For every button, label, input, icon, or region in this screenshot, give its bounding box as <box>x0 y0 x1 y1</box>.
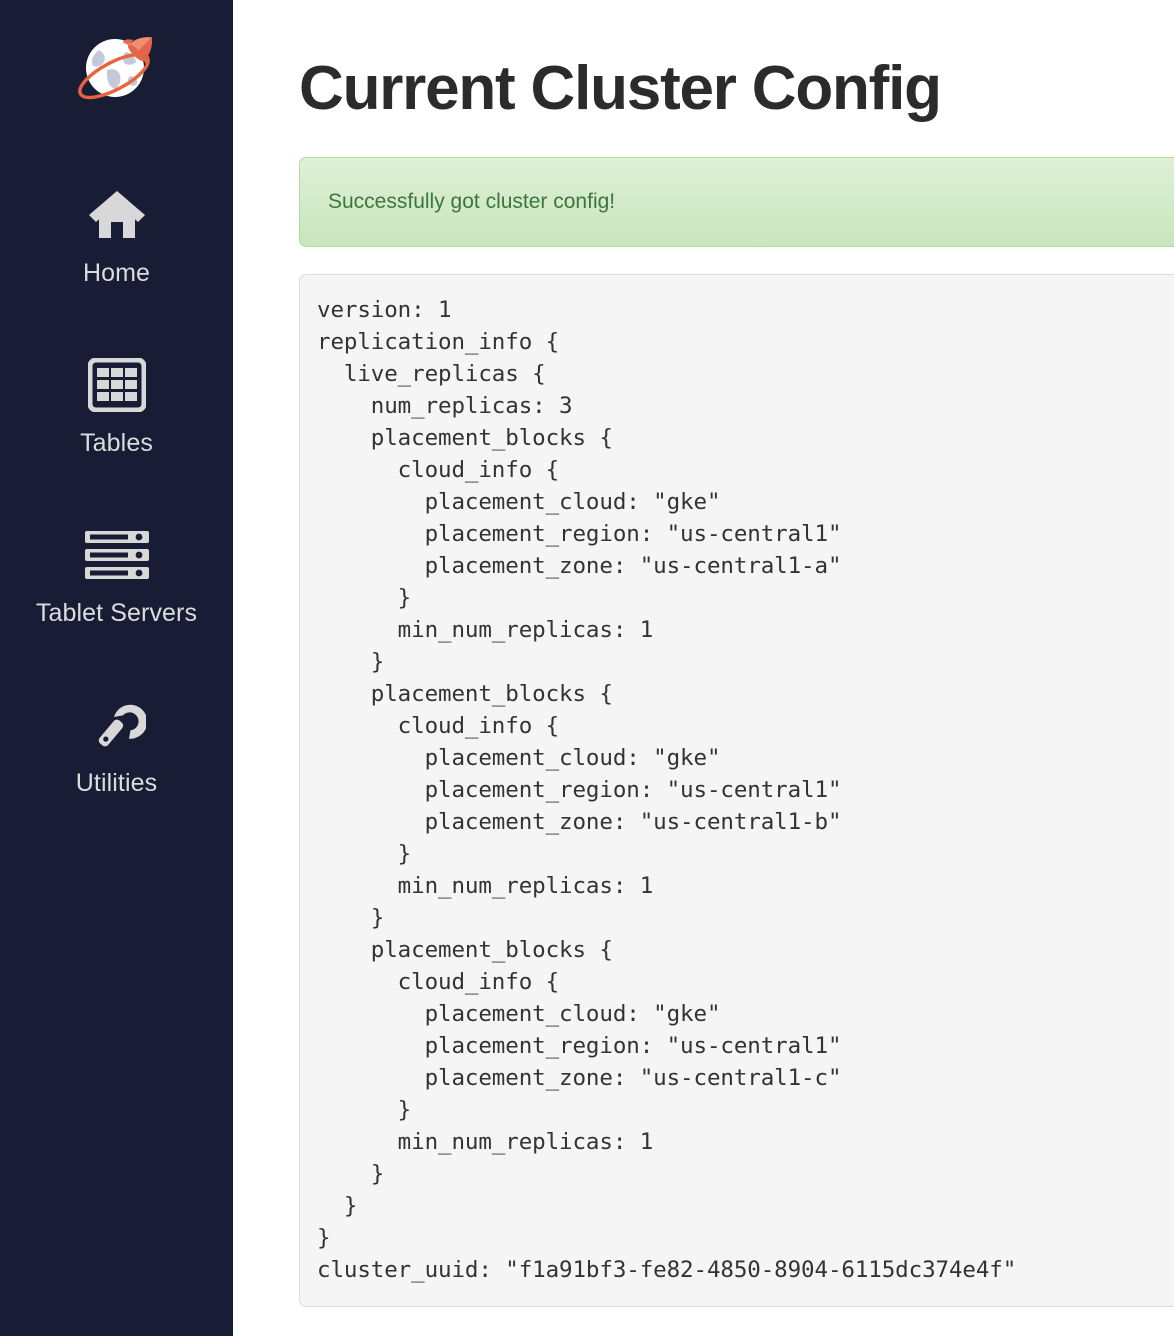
globe-rocket-logo-svg <box>77 37 152 100</box>
sidebar: Home Ta <box>0 0 233 1336</box>
sidebar-item-home[interactable]: Home <box>0 184 233 354</box>
sidebar-item-tablet-servers[interactable]: Tablet Servers <box>0 524 233 694</box>
sidebar-item-label: Home <box>82 259 151 287</box>
sidebar-item-label: Tablet Servers <box>35 599 198 627</box>
main-content: Current Cluster Config Successfully got … <box>233 0 1174 1336</box>
status-alert: Successfully got cluster config! <box>299 157 1174 247</box>
sidebar-nav: Home Ta <box>0 184 233 864</box>
wrench-icon <box>88 694 146 756</box>
sidebar-item-label: Utilities <box>75 769 158 797</box>
sidebar-item-utilities[interactable]: Utilities <box>0 694 233 864</box>
cluster-config-panel[interactable]: version: 1 replication_info { live_repli… <box>299 274 1174 1307</box>
home-icon <box>87 184 147 246</box>
globe-rocket-logo[interactable] <box>69 26 165 114</box>
sidebar-item-tables[interactable]: Tables <box>0 354 233 524</box>
page-title: Current Cluster Config <box>299 54 942 123</box>
table-grid-icon <box>87 354 146 416</box>
sidebar-item-label: Tables <box>80 429 153 457</box>
cluster-config-text: version: 1 replication_info { live_repli… <box>317 297 1017 1283</box>
server-rack-icon <box>83 524 151 586</box>
status-alert-message: Successfully got cluster config! <box>328 190 616 213</box>
